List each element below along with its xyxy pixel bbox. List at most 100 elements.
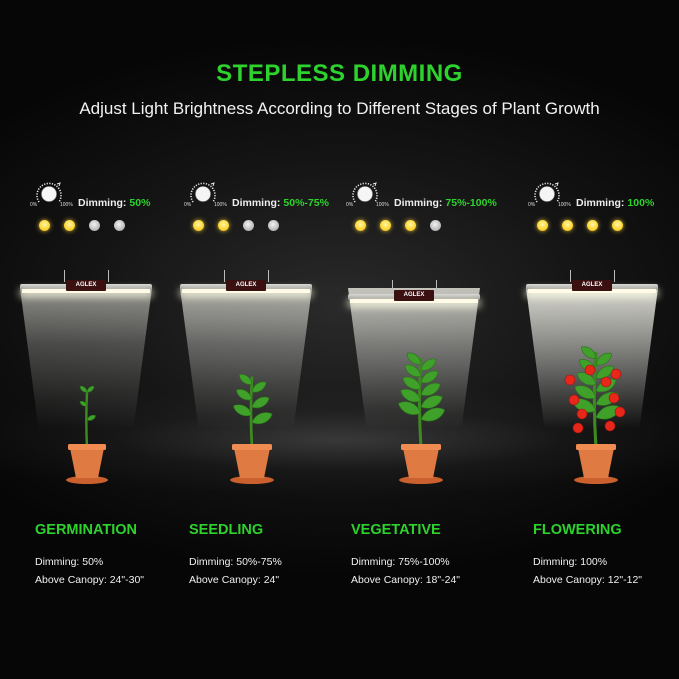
plant-leaf bbox=[420, 370, 439, 384]
plant-leaf bbox=[581, 346, 597, 359]
dimming-label: Dimming: bbox=[232, 197, 281, 209]
led-indicator-icon bbox=[587, 220, 598, 231]
fixture-led-strip bbox=[528, 289, 656, 293]
tomato-fruit bbox=[614, 406, 626, 418]
tomato-fruit bbox=[572, 422, 584, 434]
fixture-logo: AGLEX bbox=[226, 280, 266, 291]
tomato-fruit bbox=[610, 368, 622, 380]
plant-leaf bbox=[236, 389, 253, 401]
led-indicator-icon bbox=[380, 220, 391, 231]
dimming-readout: Dimming:75%-100% bbox=[394, 197, 497, 209]
stage-canopy-info: Above Canopy: 24"-30" bbox=[35, 574, 145, 586]
stage-canopy-info: Above Canopy: 18"-24" bbox=[351, 574, 461, 586]
grow-light-fixture: AGLEX bbox=[526, 270, 658, 294]
dimmer-knob-icon bbox=[352, 182, 378, 203]
dial-min-label: 0% bbox=[528, 202, 536, 208]
plant-icon bbox=[564, 346, 626, 484]
fixture-led-strip bbox=[350, 299, 478, 303]
dimming-label: Dimming: bbox=[576, 197, 625, 209]
led-indicator-icon bbox=[537, 220, 548, 231]
grow-light-fixture: AGLEX bbox=[20, 270, 152, 294]
hanger-wire bbox=[614, 270, 615, 282]
plant-leaf bbox=[86, 385, 95, 393]
plant-icon bbox=[398, 352, 446, 484]
fixture-led-strip bbox=[22, 289, 150, 293]
dimming-value: 50% bbox=[129, 197, 151, 209]
led-indicator-icon bbox=[355, 220, 366, 231]
dimming-value: 100% bbox=[627, 197, 655, 209]
led-indicator-icon bbox=[64, 220, 75, 231]
dial-min-label: 0% bbox=[30, 202, 38, 208]
dimmer-knob-icon bbox=[36, 182, 62, 203]
plant-leaf bbox=[420, 382, 441, 396]
led-indicator-row bbox=[537, 220, 623, 231]
stage-dimming-info: Dimming: 50%-75% bbox=[189, 556, 282, 568]
dimming-label: Dimming: bbox=[394, 197, 443, 209]
hanger-wire bbox=[570, 270, 571, 282]
plant-stem bbox=[592, 351, 598, 449]
dimmer-knob-icon bbox=[534, 182, 560, 203]
stage-name: SEEDLING bbox=[189, 522, 264, 538]
led-indicator-row bbox=[193, 220, 279, 231]
led-indicator-icon bbox=[114, 220, 125, 231]
led-indicator-icon bbox=[243, 220, 254, 231]
tomato-fruit bbox=[604, 420, 616, 432]
page-subtitle: Adjust Light Brightness According to Dif… bbox=[79, 99, 600, 118]
hanger-wire bbox=[268, 270, 269, 282]
plant-leaf bbox=[233, 404, 253, 417]
dial-min-label: 0% bbox=[346, 202, 354, 208]
page-title: STEPLESS DIMMING bbox=[216, 60, 463, 87]
dimming-readout: Dimming:50% bbox=[78, 197, 150, 209]
plant-icon bbox=[230, 374, 274, 484]
fixture-logo: AGLEX bbox=[66, 280, 106, 291]
stage-dimming-info: Dimming: 50% bbox=[35, 556, 104, 568]
stage-dimming-info: Dimming: 75%-100% bbox=[351, 556, 450, 568]
tomato-fruit bbox=[564, 374, 576, 386]
led-indicator-icon bbox=[39, 220, 50, 231]
tomato-fruit bbox=[584, 364, 596, 376]
dimming-value: 50%-75% bbox=[283, 197, 329, 209]
led-indicator-icon bbox=[218, 220, 229, 231]
led-indicator-icon bbox=[430, 220, 441, 231]
stage-canopy-info: Above Canopy: 12"-12" bbox=[533, 574, 643, 586]
dial-max-label: 100% bbox=[558, 202, 571, 208]
dial-max-label: 100% bbox=[376, 202, 389, 208]
tomato-fruit bbox=[608, 392, 620, 404]
plant-leaf bbox=[420, 395, 443, 409]
plant-foliage bbox=[564, 346, 626, 449]
led-indicator-row bbox=[39, 220, 125, 231]
stage-name: VEGETATIVE bbox=[351, 522, 441, 538]
led-indicator-icon bbox=[268, 220, 279, 231]
plant-foliage bbox=[79, 385, 96, 449]
plant-stem bbox=[418, 357, 423, 449]
light-beam bbox=[180, 288, 312, 428]
grow-light-fixture: AGLEX bbox=[180, 270, 312, 294]
led-indicator-icon bbox=[89, 220, 100, 231]
plant-leaf bbox=[400, 389, 422, 403]
flower-pot-icon bbox=[230, 444, 274, 484]
dimming-label: Dimming: bbox=[78, 197, 127, 209]
dimmer-knob-icon bbox=[190, 182, 216, 203]
plant-leaf bbox=[251, 412, 273, 425]
fixture-logo: AGLEX bbox=[572, 280, 612, 291]
stage-dimming-info: Dimming: 100% bbox=[533, 556, 608, 568]
plant-foliage bbox=[398, 352, 446, 449]
led-indicator-icon bbox=[562, 220, 573, 231]
stage-name: GERMINATION bbox=[35, 522, 138, 538]
stage-name: FLOWERING bbox=[533, 522, 622, 538]
plant-leaf bbox=[251, 396, 270, 409]
plant-leaf bbox=[86, 414, 96, 421]
dial-min-label: 0% bbox=[184, 202, 192, 208]
hanger-wire bbox=[224, 270, 225, 282]
led-indicator-icon bbox=[405, 220, 416, 231]
hanger-wire bbox=[64, 270, 65, 282]
hanger-wire bbox=[108, 270, 109, 282]
dimming-readout: Dimming:100% bbox=[576, 197, 654, 209]
plant-stem bbox=[85, 392, 89, 449]
tomato-fruit bbox=[568, 394, 580, 406]
plant-leaf bbox=[398, 401, 422, 415]
